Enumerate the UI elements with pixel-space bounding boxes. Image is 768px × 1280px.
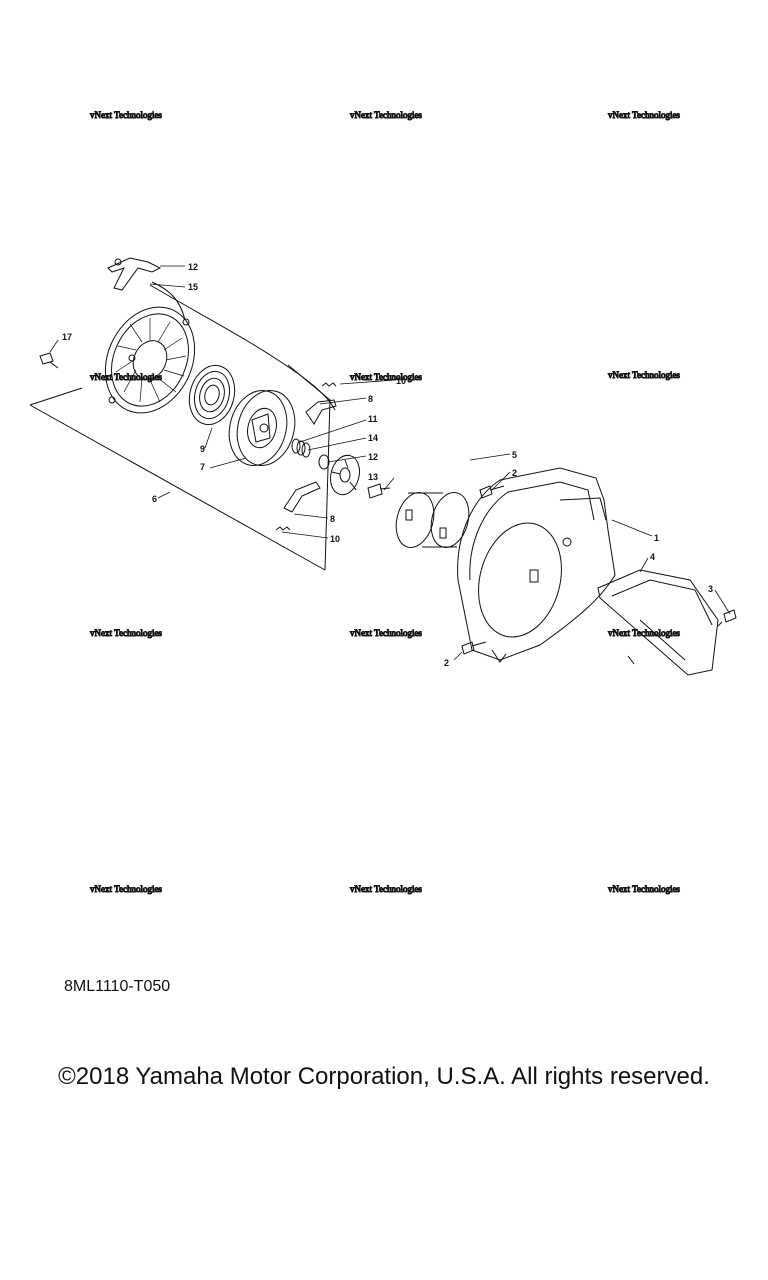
callout-7: 7 [200,462,205,472]
bolt [717,609,737,627]
starter-case [104,306,196,414]
starter-handle [107,257,186,321]
bolt [479,485,505,499]
washer [318,454,330,470]
watermark: vNext Technologies [90,628,162,638]
watermark: vNext Technologies [350,110,422,120]
callout-15: 15 [188,282,198,292]
pawl [305,399,337,425]
leader-lines [49,265,731,661]
callout-labels: 12 15 17 10 8 11 14 12 13 5 2 1 4 3 2 9 … [62,262,713,668]
watermark: vNext Technologies [608,370,680,380]
callout-6: 6 [152,494,157,504]
watermark: vNext Technologies [90,884,162,894]
watermark: vNext Technologies [608,110,680,120]
bolt [39,352,59,369]
callout-2-top: 2 [512,468,517,478]
watermark: vNext Technologies [608,628,680,638]
fan-shroud [457,467,616,663]
drawing-code: 8ML1110-T050 [64,978,171,995]
callout-17: 17 [62,332,72,342]
watermark: vNext Technologies [90,110,162,120]
watermark: vNext Technologies [608,884,680,894]
drive-plate [330,454,360,496]
callout-3: 3 [708,584,713,594]
callout-14: 14 [368,433,378,443]
spiral-spring [188,364,236,426]
bolt [367,483,391,499]
callout-4: 4 [650,552,655,562]
starter-rope [149,284,336,411]
callout-5: 5 [512,450,517,460]
callout-2-bottom: 2 [444,658,449,668]
spring [291,438,311,458]
callout-16: 12 [188,262,198,272]
pawl [283,481,321,513]
watermark: vNext Technologies [350,884,422,894]
callout-13: 13 [368,472,378,482]
callout-9: 9 [200,444,205,454]
callout-11: 11 [368,414,378,424]
watermark: vNext Technologies [350,628,422,638]
starter-pulley [395,492,470,548]
spring-small [321,382,337,387]
bolt [461,641,487,655]
callout-12: 12 [368,452,378,462]
callout-8-bottom: 8 [330,514,335,524]
callout-10-top: 10 [396,376,406,386]
callout-1: 1 [654,533,659,543]
watermark: vNext Technologies [90,372,162,382]
reel [228,390,296,466]
callout-8-top: 8 [368,394,373,404]
watermark-group: vNext Technologies vNext Technologies vN… [90,110,681,895]
watermark: vNext Technologies [350,372,422,382]
callout-10-bottom: 10 [330,534,340,544]
air-guide [597,569,719,676]
copyright-notice: ©2018 Yamaha Motor Corporation, U.S.A. A… [58,1063,710,1090]
spring-small [275,526,291,531]
